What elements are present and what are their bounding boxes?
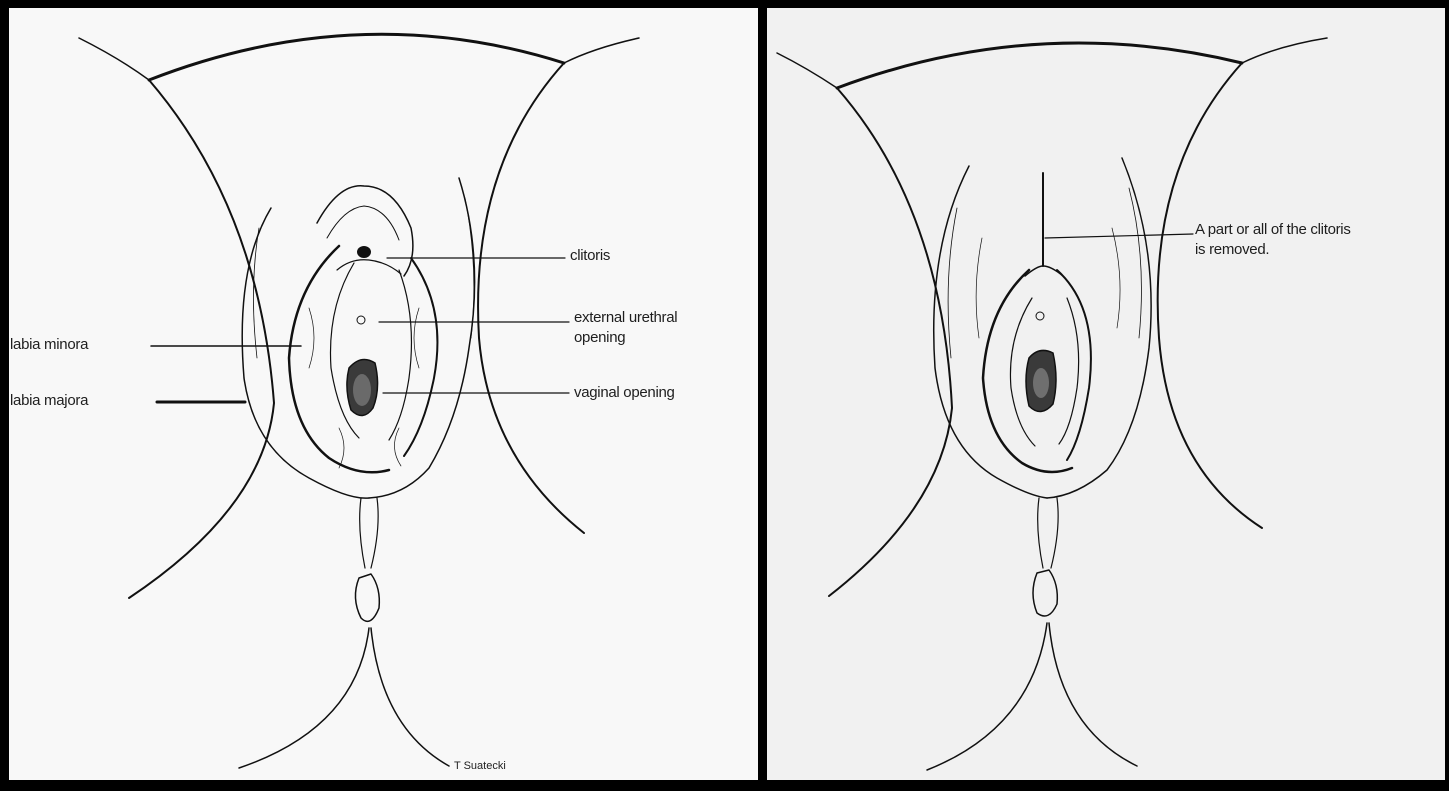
clitoris-label: clitoris: [570, 246, 610, 266]
type-1-fgm-panel: A part or all of the clitoris is removed…: [767, 8, 1445, 780]
labia-majora-label: labia majora: [10, 391, 88, 411]
normal-anatomy-panel: clitoris external urethral opening vagin…: [9, 8, 758, 780]
artist-signature: T Suatecki: [454, 760, 506, 772]
labia-minora-label: labia minora: [10, 335, 88, 355]
clitoris-removed-annotation: A part or all of the clitoris is removed…: [1195, 220, 1351, 260]
clitoridectomy-drawing: [767, 8, 1445, 780]
vaginal-opening-label: vaginal opening: [574, 383, 675, 403]
external-urethral-opening-label: external urethral opening: [574, 308, 677, 348]
